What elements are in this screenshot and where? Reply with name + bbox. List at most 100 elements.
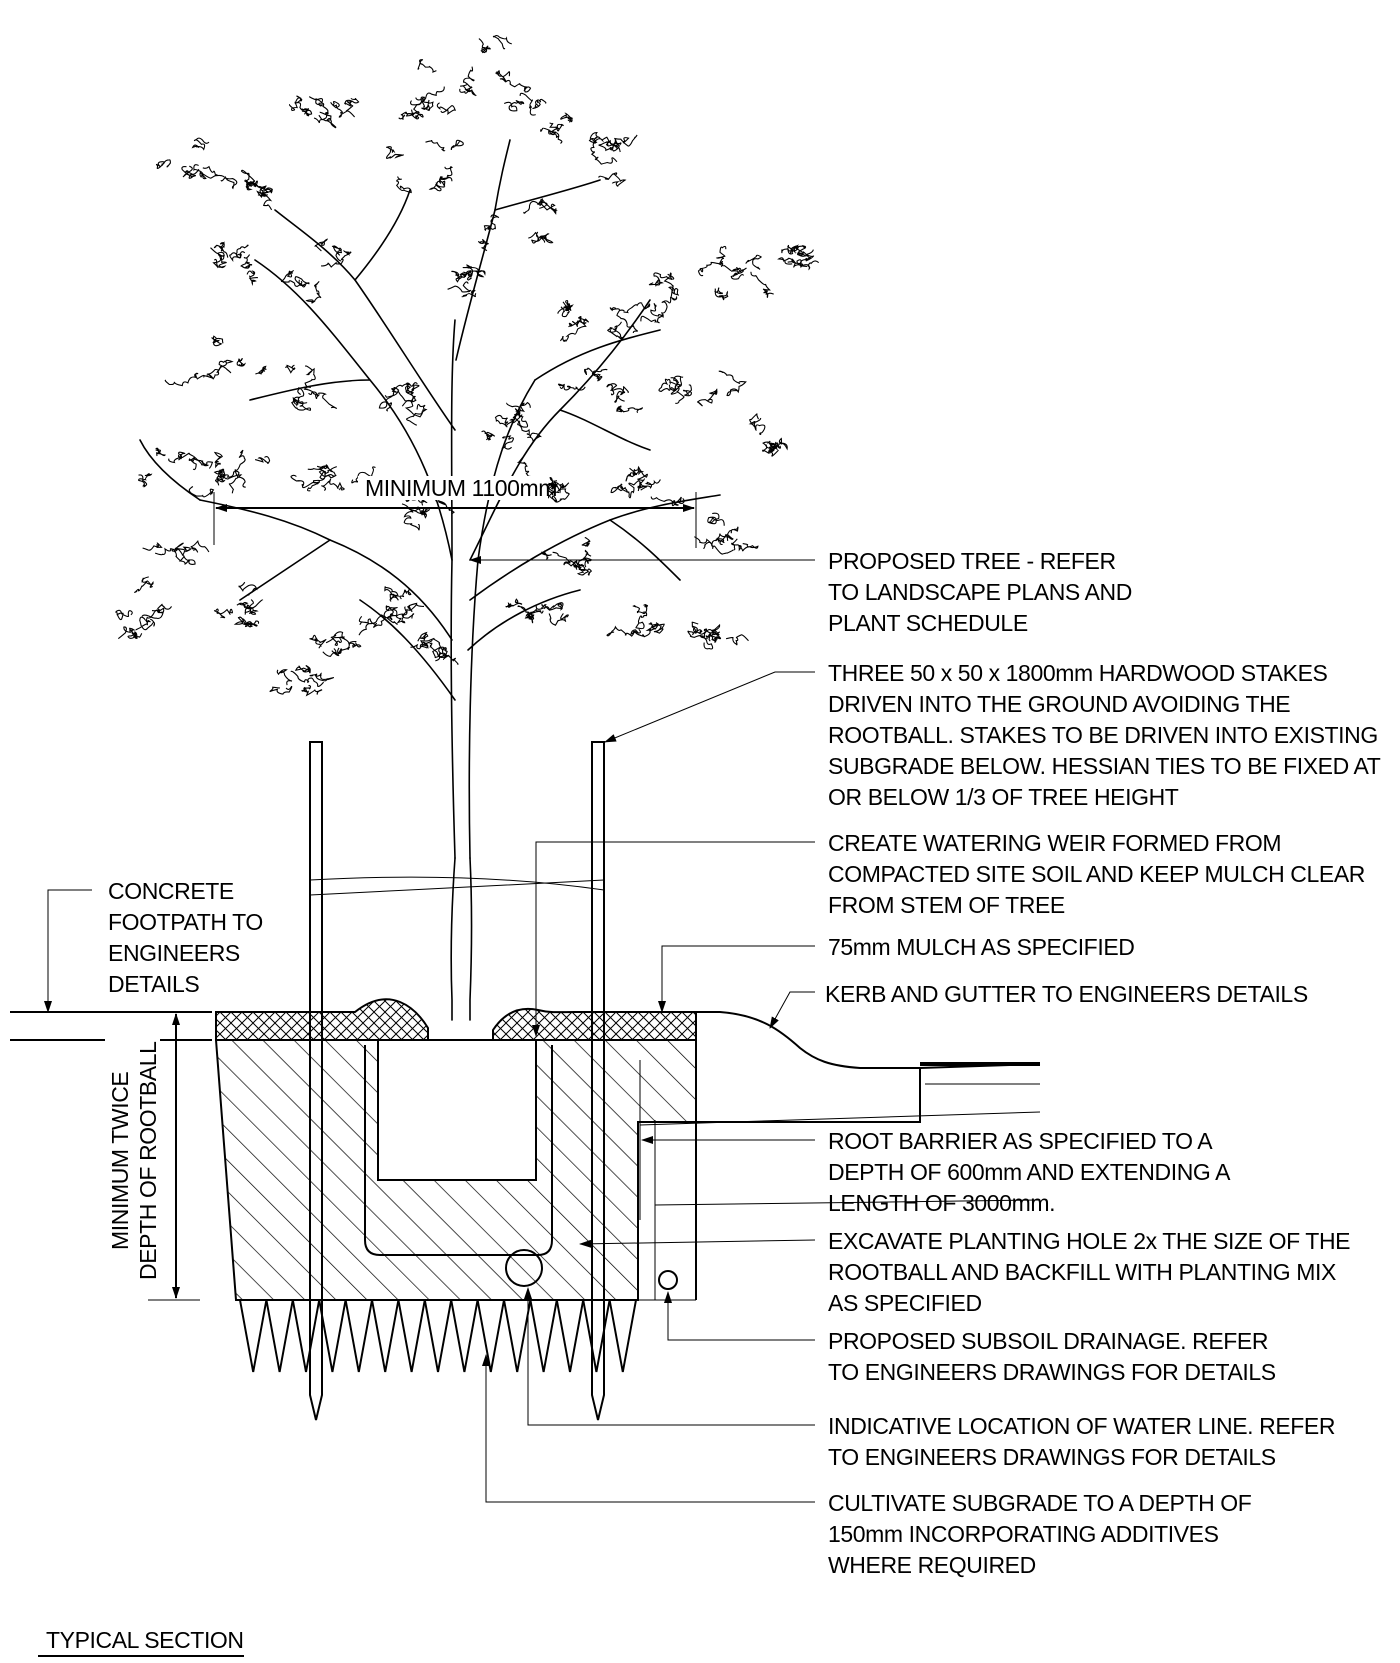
leaf-cluster: [168, 451, 186, 464]
leaf-cluster: [417, 631, 429, 642]
leaf-cluster: [213, 451, 223, 469]
leaf-cluster: [240, 254, 253, 269]
leaf-cluster: [139, 616, 156, 631]
tree-canopy: [115, 34, 820, 697]
leaf-cluster: [532, 98, 547, 110]
leaf-cluster: [410, 637, 447, 654]
leaf-cluster: [217, 470, 246, 488]
leaf-cluster: [572, 315, 589, 328]
leaf-cluster: [731, 542, 759, 552]
callout-drainage: PROPOSED SUBSOIL DRAINAGE. REFER TO ENGI…: [828, 1328, 1276, 1385]
leaf-cluster: [309, 634, 327, 649]
leaf-cluster: [238, 581, 258, 596]
svg-text:AS SPECIFIED: AS SPECIFIED: [828, 1290, 982, 1316]
subsoil-drainage-pipe: [658, 1270, 678, 1290]
subgrade-tooth: [344, 1299, 373, 1373]
leaf-cluster: [610, 483, 630, 494]
leaf-cluster: [664, 280, 680, 301]
leaf-cluster: [213, 468, 226, 479]
leaf-cluster: [549, 477, 558, 488]
svg-text:KERB AND GUTTER TO ENGINEERS D: KERB AND GUTTER TO ENGINEERS DETAILS: [825, 981, 1308, 1007]
leaf-cluster: [142, 542, 163, 551]
leaf-cluster: [325, 636, 362, 649]
leaf-cluster: [190, 539, 210, 553]
leaf-cluster: [236, 357, 247, 367]
leaf-cluster: [461, 289, 477, 298]
svg-text:TO ENGINEERS DRAWINGS FOR DETA: TO ENGINEERS DRAWINGS FOR DETAILS: [828, 1444, 1276, 1470]
subgrade-tooth: [476, 1299, 505, 1373]
leaf-cluster: [155, 447, 166, 457]
svg-text:TO ENGINEERS DRAWINGS FOR DETA: TO ENGINEERS DRAWINGS FOR DETAILS: [828, 1359, 1276, 1385]
svg-text:SUBGRADE BELOW. HESSIAN TIES T: SUBGRADE BELOW. HESSIAN TIES TO BE FIXED…: [828, 753, 1381, 779]
leaf-cluster: [714, 287, 729, 301]
leaf-cluster: [321, 478, 345, 491]
leaf-cluster: [699, 629, 722, 642]
subgrade-tooth: [318, 1299, 347, 1373]
leaf-cluster: [294, 664, 311, 674]
leaf-cluster: [420, 507, 430, 519]
leaf-cluster: [648, 279, 664, 287]
leaf-cluster: [306, 470, 337, 492]
leaf-cluster: [606, 625, 641, 637]
leaf-cluster: [292, 387, 305, 407]
leaf-cluster: [304, 365, 316, 388]
leaf-cluster: [625, 467, 640, 482]
svg-text:TO LANDSCAPE PLANS AND: TO LANDSCAPE PLANS AND: [828, 579, 1132, 605]
leaf-cluster: [549, 122, 564, 138]
leaf-cluster: [715, 245, 727, 268]
svg-text:FOOTPATH TO: FOOTPATH TO: [108, 909, 263, 935]
leaf-cluster: [429, 642, 450, 660]
leaf-cluster: [344, 97, 360, 112]
svg-text:DRIVEN INTO THE GROUND AVOIDIN: DRIVEN INTO THE GROUND AVOIDING THE: [828, 691, 1290, 717]
subgrade-tooth: [529, 1299, 558, 1373]
leaf-cluster: [331, 245, 342, 262]
leaf-cluster: [549, 488, 570, 503]
leaf-cluster: [405, 385, 417, 402]
callout-excavate: EXCAVATE PLANTING HOLE 2x THE SIZE OF TH…: [828, 1228, 1351, 1316]
subgrade-tooth: [555, 1299, 585, 1373]
callout-barrier: ROOT BARRIER AS SPECIFIED TO A DEPTH OF …: [828, 1128, 1232, 1216]
leaf-cluster: [718, 370, 747, 397]
leaf-cluster: [653, 272, 675, 282]
leaf-cluster: [579, 549, 592, 568]
leaf-cluster: [269, 685, 293, 695]
svg-text:ROOTBALL AND BACKFILL WITH PLA: ROOTBALL AND BACKFILL WITH PLANTING MIX: [828, 1259, 1336, 1285]
leaf-cluster: [584, 367, 601, 379]
leaf-cluster: [384, 389, 417, 403]
leaf-cluster: [384, 586, 401, 602]
leaf-cluster: [478, 238, 489, 252]
depth-dimension-label-1: MINIMUM TWICE: [107, 1072, 133, 1250]
leaf-cluster: [519, 92, 536, 116]
leaf-cluster: [481, 430, 496, 441]
leaf-cluster: [210, 247, 227, 269]
leaf-cluster: [537, 233, 554, 244]
svg-text:PROPOSED TREE - REFER: PROPOSED TREE - REFER: [828, 548, 1116, 574]
leaf-cluster: [650, 297, 672, 318]
leaf-cluster: [213, 608, 234, 619]
leaf-cluster: [254, 456, 271, 464]
svg-text:ROOTBALL. STAKES TO BE DRIVEN: ROOTBALL. STAKES TO BE DRIVEN INTO EXIST…: [828, 722, 1378, 748]
svg-text:DETAILS: DETAILS: [108, 971, 199, 997]
svg-text:CREATE WATERING WEIR FORMED FR: CREATE WATERING WEIR FORMED FROM: [828, 830, 1281, 856]
drawing-title: TYPICAL SECTION: [38, 1627, 244, 1657]
leaf-cluster: [213, 241, 229, 258]
leaf-cluster: [290, 670, 325, 687]
leaf-cluster: [240, 169, 258, 189]
callout-stakes: THREE 50 x 50 x 1800mm HARDWOOD STAKES D…: [828, 660, 1381, 810]
leaf-cluster: [115, 609, 133, 621]
leaf-cluster: [212, 251, 225, 269]
leaf-cluster: [787, 245, 798, 255]
leaf-cluster: [725, 526, 739, 541]
leaf-cluster: [670, 377, 681, 395]
root-barrier: [638, 1060, 1041, 1301]
leaf-cluster: [495, 69, 511, 83]
leaf-cluster: [483, 214, 500, 231]
leaf-cluster: [191, 137, 210, 151]
leaf-cluster: [378, 387, 398, 412]
leaf-cluster: [588, 137, 618, 165]
subgrade-tooth: [423, 1299, 453, 1373]
leaf-cluster: [307, 465, 337, 475]
callout-subgrade: CULTIVATE SUBGRADE TO A DEPTH OF 150mm I…: [828, 1490, 1252, 1578]
leaf-cluster: [478, 38, 492, 54]
svg-text:DEPTH OF 600mm AND EXTENDING A: DEPTH OF 600mm AND EXTENDING A: [828, 1159, 1231, 1185]
